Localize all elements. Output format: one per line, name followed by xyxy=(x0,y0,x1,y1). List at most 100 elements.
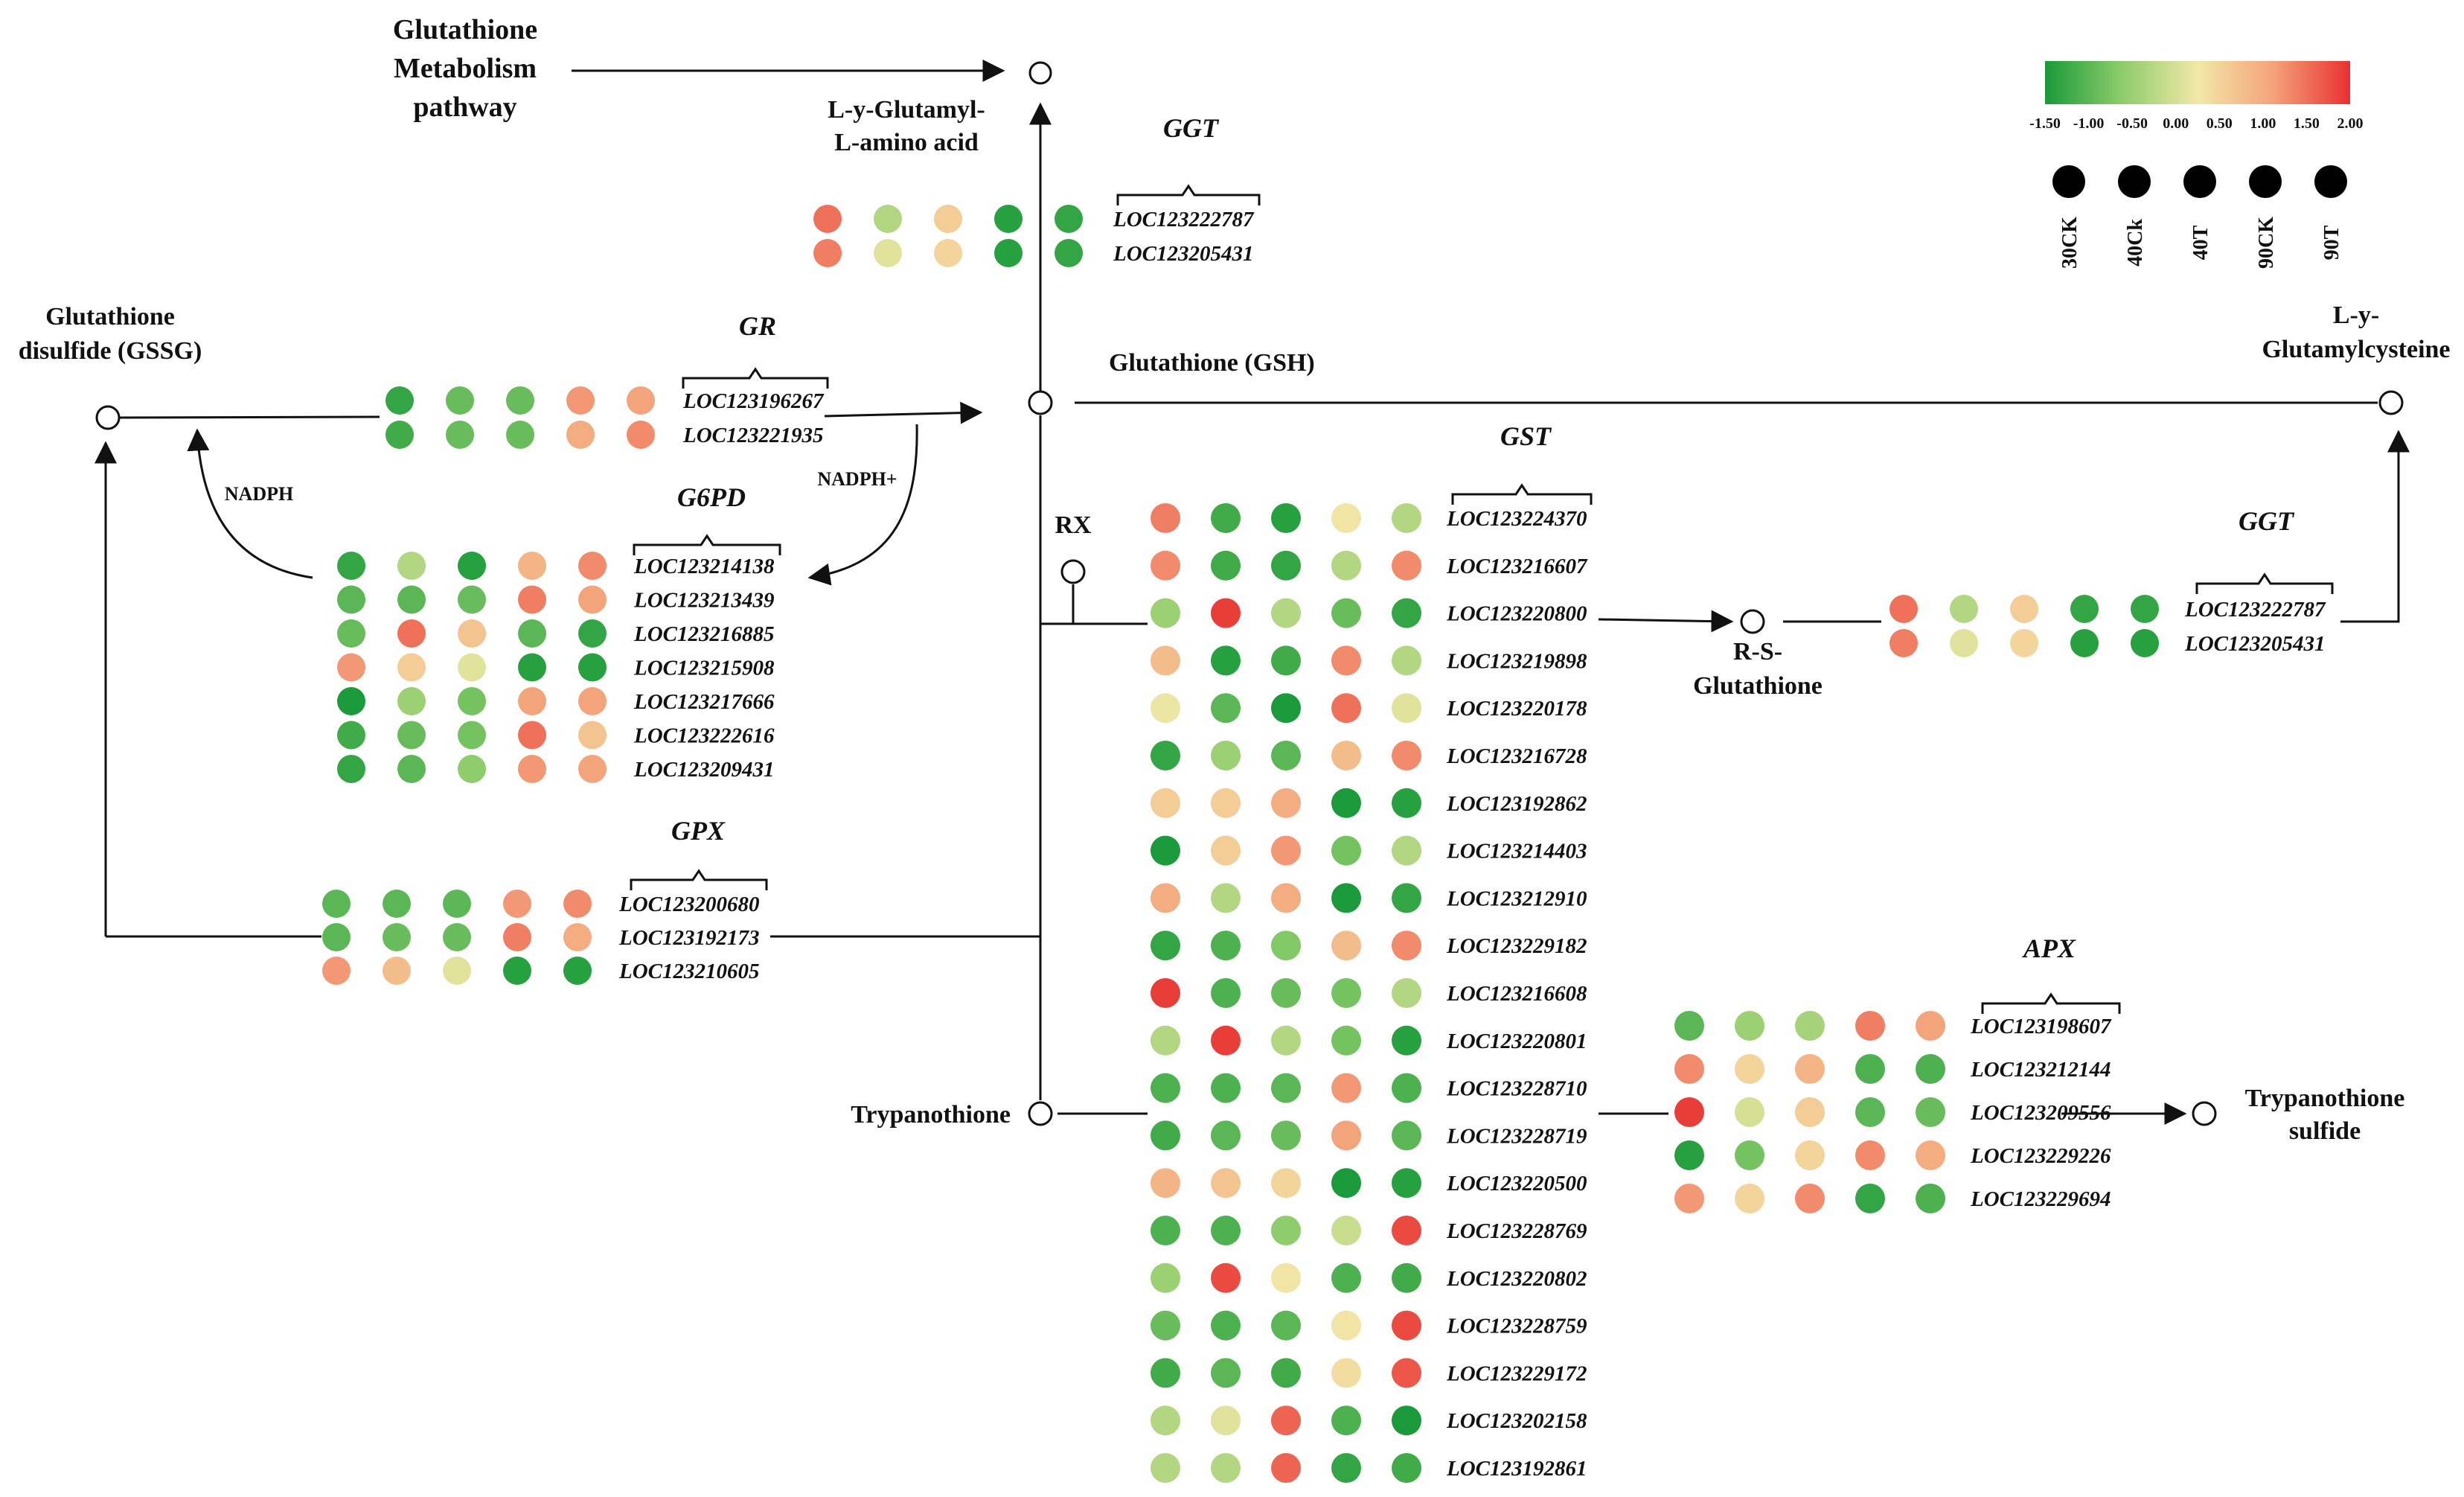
gene-row: LOC123205431 xyxy=(1889,629,2326,657)
expression-dot xyxy=(1392,645,1421,676)
expression-dot xyxy=(518,653,546,682)
expression-dot xyxy=(1211,1453,1241,1483)
expression-dot xyxy=(1211,645,1241,676)
labels: Glutathione Metabolism pathway L-y-Gluta… xyxy=(19,14,2451,1145)
gene-id-label: LOC123200680 xyxy=(618,893,760,916)
gene-id-label: LOC123217666 xyxy=(633,690,775,714)
label-rs-glutathione-line1: R-S- xyxy=(1733,638,1782,665)
expression-dot xyxy=(2070,595,2099,623)
expression-dot xyxy=(1674,1097,1704,1127)
gene-id-label: LOC123229172 xyxy=(1446,1362,1587,1385)
arrow-nadph-plus xyxy=(807,424,918,586)
expression-dot xyxy=(1211,788,1241,818)
expression-dot xyxy=(397,585,426,614)
gene-id-label: LOC123228759 xyxy=(1446,1315,1587,1338)
expression-dot xyxy=(874,239,902,267)
expression-dot xyxy=(1674,1140,1704,1170)
expression-dot xyxy=(1211,835,1241,866)
label-nadph: NADPH xyxy=(225,483,293,505)
expression-dot xyxy=(1331,1310,1361,1341)
expression-dot xyxy=(874,205,902,233)
expression-dot xyxy=(1055,239,1083,267)
expression-dot xyxy=(1151,598,1180,628)
expression-dot xyxy=(397,687,426,715)
gene-id-label: LOC123229182 xyxy=(1446,934,1587,958)
expression-dot xyxy=(1151,883,1180,913)
expression-dot xyxy=(627,421,655,449)
expression-dot xyxy=(1331,1216,1361,1245)
expression-dot xyxy=(1855,1054,1885,1084)
expression-dot xyxy=(1392,550,1421,581)
label-pathway-line1: Glutathione xyxy=(393,14,537,45)
expression-dot xyxy=(1151,978,1180,1008)
expression-dot xyxy=(458,687,486,715)
expression-dot xyxy=(1392,1073,1421,1103)
expression-dot xyxy=(1151,1310,1180,1341)
expression-dot xyxy=(443,957,471,985)
expression-dot xyxy=(1271,1216,1301,1245)
expression-dot xyxy=(322,890,351,918)
expression-dot xyxy=(1271,835,1301,866)
expression-dot xyxy=(337,653,365,682)
expression-dot xyxy=(1916,1054,1945,1084)
group-apx: APXLOC123198607LOC123212144LOC123209556L… xyxy=(1674,933,2121,1213)
expression-dot xyxy=(458,585,486,614)
expression-dot xyxy=(1151,550,1180,581)
gene-id-label: LOC123219898 xyxy=(1446,649,1587,673)
expression-dot xyxy=(1151,741,1180,770)
nodes xyxy=(95,61,2404,1126)
expression-dot xyxy=(1392,1453,1421,1483)
expression-dot xyxy=(1331,1405,1361,1436)
expression-dot xyxy=(1151,1073,1180,1103)
gene-id-label: LOC123210605 xyxy=(618,960,760,983)
expression-dot xyxy=(1151,1168,1180,1198)
label-nadph-plus: NADPH+ xyxy=(817,468,897,490)
gene-row: LOC123221935 xyxy=(385,421,824,449)
legend-tick-label: 1.00 xyxy=(2250,115,2276,132)
label-gssg-line2: disulfide (GSSG) xyxy=(19,337,202,365)
expression-dot xyxy=(1392,503,1421,533)
expression-dot xyxy=(1331,978,1361,1008)
expression-dot xyxy=(337,755,365,783)
gene-id-label: LOC123228710 xyxy=(1446,1077,1587,1101)
node-rx xyxy=(1060,559,1086,584)
gene-row: LOC123215908 xyxy=(337,653,775,682)
expression-dot xyxy=(506,386,534,415)
gene-id-label: LOC123216607 xyxy=(1446,555,1588,578)
expression-dot xyxy=(1271,1310,1301,1341)
expression-dot xyxy=(385,421,414,449)
gene-id-label: LOC123220500 xyxy=(1446,1172,1587,1196)
legend-tick-label: 1.50 xyxy=(2294,115,2320,132)
expression-dot xyxy=(1392,835,1421,866)
expression-dot xyxy=(1211,741,1241,770)
label-rx: RX xyxy=(1055,511,1092,539)
gene-id-label: LOC123229226 xyxy=(1970,1144,2111,1168)
expression-dot xyxy=(1211,550,1241,581)
expression-dot xyxy=(1855,1011,1885,1041)
group-g6pd: G6PDLOC123214138LOC123213439LOC123216885… xyxy=(337,482,781,783)
expression-dot xyxy=(1271,1358,1301,1388)
expression-dot xyxy=(1795,1184,1825,1213)
node-rs-glutathione xyxy=(1740,609,1765,634)
expression-dot xyxy=(337,721,365,750)
gene-row: LOC123210605 xyxy=(322,957,760,985)
expression-dot xyxy=(1674,1011,1704,1041)
expression-dot xyxy=(1392,1310,1421,1341)
expression-dot xyxy=(1795,1097,1825,1127)
expression-dot xyxy=(1889,629,1918,657)
expression-dot xyxy=(1331,1025,1361,1056)
gene-id-label: LOC123215908 xyxy=(633,657,775,680)
expression-dot xyxy=(1795,1140,1825,1170)
expression-dot xyxy=(1211,503,1241,533)
expression-dot xyxy=(518,755,546,783)
expression-dot xyxy=(397,755,426,783)
legend-color-bar xyxy=(2045,61,2350,104)
expression-dot xyxy=(1674,1184,1704,1213)
expression-dot xyxy=(566,421,595,449)
expression-dot xyxy=(813,205,842,233)
expression-dot xyxy=(1392,931,1421,961)
gene-id-label: LOC123212144 xyxy=(1970,1058,2111,1082)
